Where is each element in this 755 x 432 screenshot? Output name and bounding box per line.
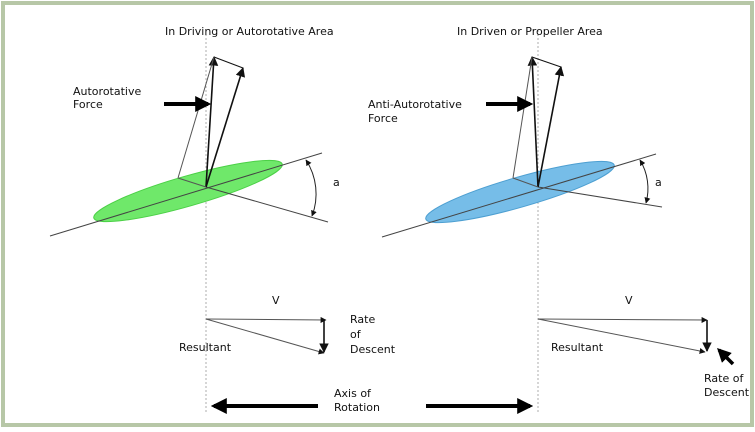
left-angle-arc [305,159,317,217]
left-chord-line [49,152,323,237]
left-rate-line3: Descent [350,343,396,356]
right-panel-title: In Driven or Propeller Area [457,25,603,38]
left-total-force-vector [205,67,246,188]
left-force-parallelogram-side [177,56,215,179]
right-chord-line [381,153,657,238]
left-relative-wind-line [205,186,329,223]
right-rate-line1: Rate of [704,372,744,385]
left-v-vector [205,316,327,323]
left-vector-connector [213,56,244,69]
axis-label-line2: Rotation [334,401,380,414]
left-lift-vector [205,56,219,188]
left-force-label-line1: Autorotative [73,85,141,98]
right-angle-label: a [655,176,662,189]
right-total-force-vector [537,66,565,188]
right-angle-arc [639,159,651,204]
right-force-parallelogram-side [512,56,533,179]
right-force-label-line2: Force [368,112,398,125]
right-force-label-line1: Anti-Autorotative [368,98,462,111]
left-v-label: V [272,294,280,307]
left-blade-airfoil [93,159,283,223]
left-rate-of-descent-label: Rate of Descent [350,313,396,356]
right-force-parallelogram-base [512,177,539,188]
right-resultant-vector [537,318,706,354]
right-v-label: V [625,294,633,307]
left-resultant-vector [205,318,325,355]
left-force-parallelogram-base [177,177,207,188]
right-rate-line2: Descent [704,386,750,399]
left-resultant-label: Resultant [179,341,232,354]
right-lift-vector [527,56,539,188]
left-rate-line2: of [350,328,362,341]
left-panel-title: In Driving or Autorotative Area [165,25,334,38]
right-resultant-label: Resultant [551,341,604,354]
right-blade-airfoil [425,160,615,224]
right-vector-connector [531,56,562,68]
left-rate-line1: Rate [350,313,375,326]
right-rate-pointer-arrow [717,348,735,366]
left-angle-label: a [333,176,340,189]
axis-label-line1: Axis of [334,387,372,400]
right-relative-wind-line [537,186,663,208]
left-force-label-line2: Force [73,98,103,111]
right-v-vector [537,316,708,323]
